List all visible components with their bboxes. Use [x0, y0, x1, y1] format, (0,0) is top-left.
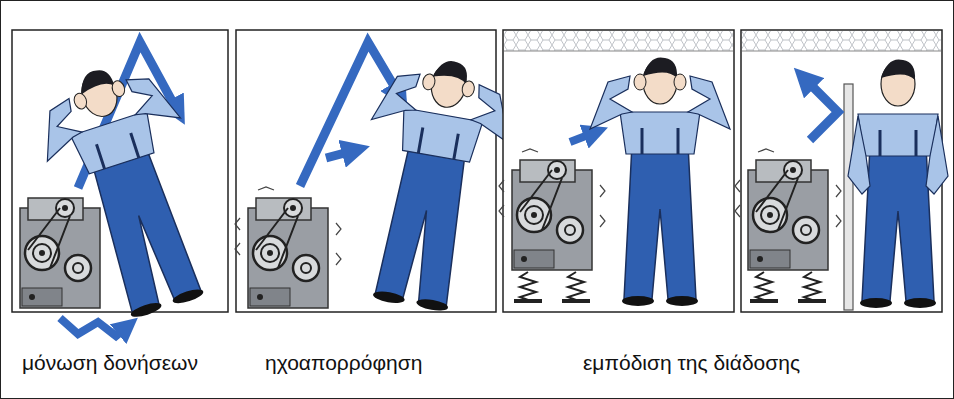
panel-absorbent-ceiling — [499, 30, 734, 312]
panel-sound-barrier — [735, 30, 948, 312]
caption-label: μόνωση δονήσεων — [22, 350, 198, 375]
caption-label: ηχοαπορρόφηση — [265, 350, 422, 375]
panel-vibration-isolation — [12, 30, 235, 336]
panel-sound-absorption — [235, 30, 522, 318]
caption-label: εμπόδιση της διάδοσης — [583, 350, 800, 375]
